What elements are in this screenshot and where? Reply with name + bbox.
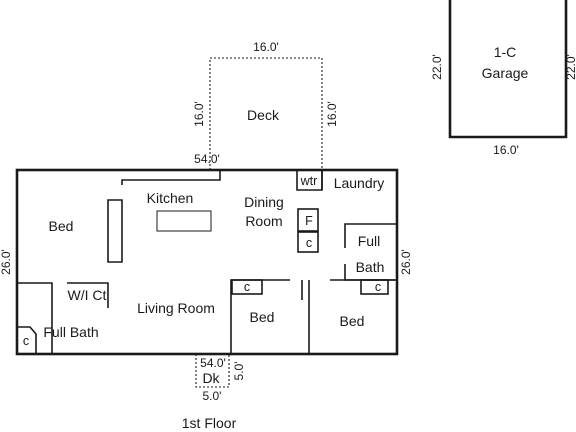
kitchen-counter-top	[121, 170, 221, 185]
deck-right-dimension: 16.0'	[325, 101, 339, 127]
garage-bottom-dimension: 16.0'	[493, 143, 519, 157]
house-right-dimension: 26.0'	[399, 249, 413, 275]
garage-left-dimension: 22.0'	[430, 54, 444, 80]
garage: 1-C Garage 22.0' 22.0' 16.0'	[430, 0, 576, 157]
bed-right-label: Bed	[340, 313, 365, 329]
garage-right-dimension: 22.0'	[564, 54, 576, 80]
laundry-label: Laundry	[334, 175, 385, 191]
deck-label: Deck	[247, 107, 280, 123]
interior-walls	[17, 170, 397, 354]
room-labels: Kitchen Dining Room wtr Laundry F c Full…	[23, 174, 385, 348]
bed-middle-label: Bed	[250, 309, 275, 325]
porch-bottom-dimension: 5.0'	[203, 389, 222, 403]
walk-in-closet-label: W/I Ct	[68, 287, 107, 303]
porch-side-dimension: 5.0'	[232, 362, 246, 381]
kitchen-label: Kitchen	[147, 190, 194, 206]
garage-walls	[448, 0, 568, 139]
bed-right-closet-label: c	[375, 280, 381, 294]
furnace-label: F	[305, 214, 313, 228]
dining-closet-label: c	[306, 236, 312, 250]
house: 54.0' 26.0' 26.0' 54.0'	[0, 152, 413, 370]
bed-left-label: Bed	[49, 218, 74, 234]
kitchen-island	[156, 210, 212, 232]
house-bottom-dimension: 54.0'	[200, 356, 226, 370]
deck: Deck 16.0' 16.0' 16.0'	[192, 40, 339, 170]
dining-label-line2: Room	[245, 213, 282, 229]
deck-top-dimension: 16.0'	[253, 40, 279, 54]
full-bath-right-wall	[344, 223, 397, 248]
bedroom-middle-closet	[231, 279, 263, 295]
walk-in-closet-wall	[67, 282, 109, 308]
house-left-dimension: 26.0'	[0, 249, 13, 275]
garage-label-line2: Garage	[482, 65, 529, 81]
porch-deck-outline	[195, 354, 230, 388]
deck-outline	[209, 57, 323, 170]
bed-middle-closet-label: c	[244, 280, 250, 294]
house-exterior-walls	[15, 168, 399, 356]
deck-left-dimension: 16.0'	[192, 101, 206, 127]
bedroom-right-closet	[360, 279, 389, 295]
porch-deck: Dk 5.0' 5.0'	[195, 354, 246, 403]
furnace-box	[297, 208, 319, 232]
garage-label-line1: 1-C	[494, 44, 517, 60]
bedroom-middle-wall	[230, 279, 303, 354]
floor-caption: 1st Floor	[182, 415, 237, 431]
kitchen-counter-left	[107, 199, 123, 263]
bath-closet-box	[17, 326, 37, 354]
porch-deck-label: Dk	[202, 370, 220, 386]
dining-closet-box	[297, 231, 319, 253]
full-bath-label-line2: Bath	[356, 259, 385, 275]
dining-label-line1: Dining	[244, 194, 284, 210]
water-heater-label: wtr	[300, 174, 318, 188]
bath-closet-label: c	[23, 334, 29, 348]
full-bath-left-label: Full Bath	[43, 324, 98, 340]
living-room-label: Living Room	[137, 300, 215, 316]
house-top-dimension: 54.0'	[194, 152, 220, 166]
left-bed-wall	[17, 282, 53, 354]
full-bath-label-line1: Full	[358, 233, 381, 249]
